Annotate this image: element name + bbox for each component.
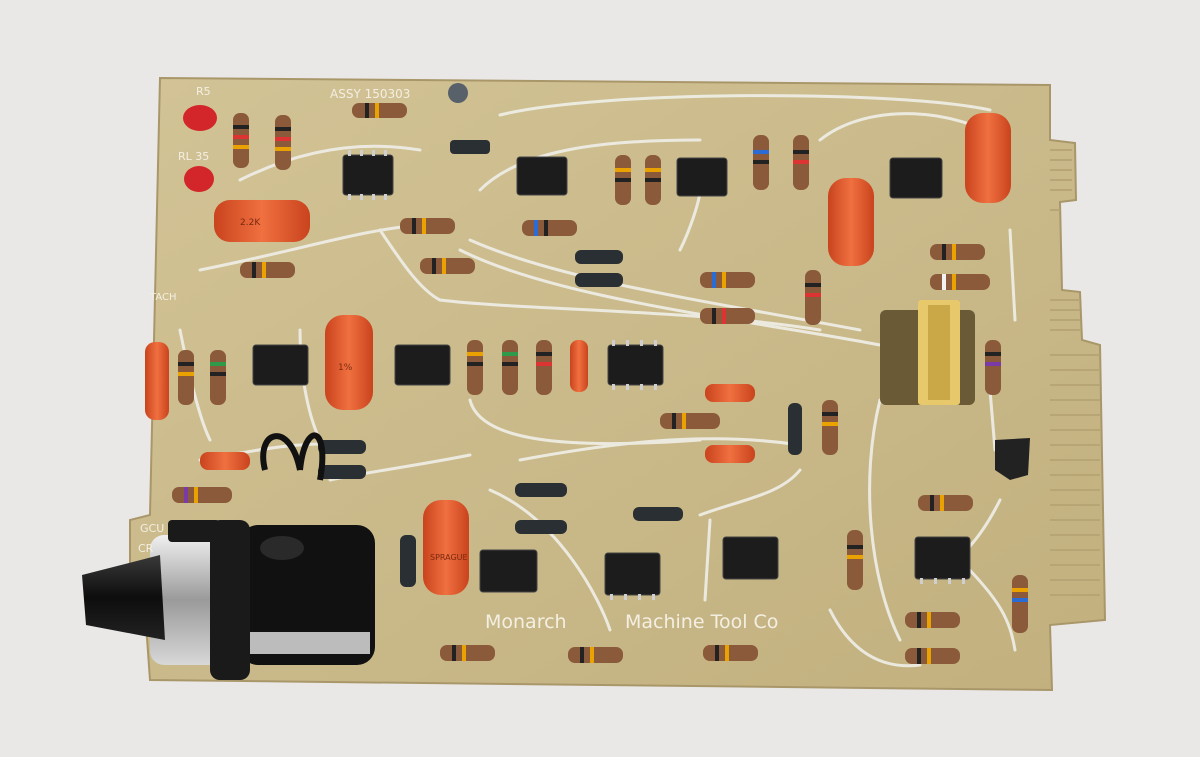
resistor <box>568 647 623 663</box>
resistor <box>233 113 249 168</box>
traces <box>178 94 1017 668</box>
ic-chip <box>516 156 568 196</box>
capacitor-label: 1% <box>338 363 353 373</box>
diode <box>515 520 567 534</box>
capacitor-label: 2.2K <box>240 218 261 228</box>
ic-chip <box>479 549 538 593</box>
capacitor <box>828 178 874 266</box>
capacitor <box>214 200 310 242</box>
resistor <box>440 645 495 661</box>
resistor <box>536 340 552 395</box>
resistor <box>467 340 483 395</box>
gcu-label: GCU <box>140 522 164 535</box>
silkscreen: Monarch Machine Tool Co ASSY 150303 TACH… <box>138 85 778 633</box>
resistor <box>645 155 661 205</box>
led <box>184 166 214 192</box>
resistor <box>822 400 838 455</box>
capacitor <box>965 113 1011 203</box>
r5-label: R5 <box>196 85 211 98</box>
ic-pins <box>348 150 965 600</box>
capacitor-label: SPRAGUE <box>430 553 468 562</box>
ic-chip <box>722 536 779 580</box>
ic-chip <box>342 154 394 196</box>
transformer <box>880 300 975 405</box>
resistor <box>400 218 455 234</box>
diode <box>318 465 366 479</box>
rl-label: RL 35 <box>178 150 209 163</box>
resistor <box>985 340 1001 395</box>
ic-chip <box>607 344 664 386</box>
capacitor <box>705 445 755 463</box>
ic-chip <box>604 552 661 596</box>
maker-label: Monarch <box>485 611 567 633</box>
tach-label: TACH <box>149 292 177 303</box>
diode <box>450 140 490 154</box>
resistor <box>178 350 194 405</box>
capacitor <box>423 500 469 595</box>
ic-chip <box>252 344 309 386</box>
cr-label: CR <box>138 542 154 555</box>
capacitor <box>705 384 755 402</box>
resistors <box>178 113 1028 633</box>
diode <box>400 535 416 587</box>
diode <box>318 440 366 454</box>
maker-label-2: Machine Tool Co <box>625 611 778 633</box>
diode <box>633 507 683 521</box>
ic-chip <box>914 536 971 580</box>
resistor <box>172 487 232 503</box>
resistor <box>275 115 291 170</box>
diode <box>788 403 802 455</box>
capacitor-labels: 2.2K 1% SPRAGUE <box>240 218 468 562</box>
diode <box>575 273 623 287</box>
diode <box>575 250 623 264</box>
potentiometer <box>240 432 375 665</box>
resistor <box>753 135 769 190</box>
ic-chip <box>394 344 451 386</box>
resistors-horizontal <box>172 103 990 664</box>
assembly-label: ASSY 150303 <box>330 87 410 101</box>
resistor <box>905 648 960 664</box>
resistor <box>210 350 226 405</box>
capacitor <box>570 340 588 392</box>
edge-connector <box>1050 149 1100 596</box>
resistor <box>930 244 985 260</box>
ic-chips <box>252 154 971 596</box>
diodes <box>318 140 802 587</box>
led <box>183 105 217 131</box>
capacitors <box>145 113 1011 595</box>
resistor <box>793 135 809 190</box>
resistor <box>352 103 407 118</box>
ic-chip <box>676 157 728 197</box>
resistor <box>502 340 518 395</box>
resistor <box>522 220 577 236</box>
resistor <box>847 530 863 590</box>
ic-chip <box>889 157 943 199</box>
capacitor <box>145 342 169 420</box>
resistor <box>918 495 973 511</box>
resistor <box>615 155 631 205</box>
diode <box>515 483 567 497</box>
knob <box>82 520 250 680</box>
resistor <box>930 274 990 290</box>
capacitor <box>200 452 250 470</box>
resistor <box>420 258 475 274</box>
capacitor <box>325 315 373 410</box>
resistor <box>1012 575 1028 633</box>
resistor <box>703 645 758 661</box>
resistor <box>700 272 755 288</box>
leds <box>183 105 217 192</box>
resistor <box>700 308 755 324</box>
resistor <box>905 612 960 628</box>
transistor <box>448 83 1030 480</box>
resistor <box>240 262 295 278</box>
resistor <box>805 270 821 325</box>
resistor <box>660 413 720 429</box>
